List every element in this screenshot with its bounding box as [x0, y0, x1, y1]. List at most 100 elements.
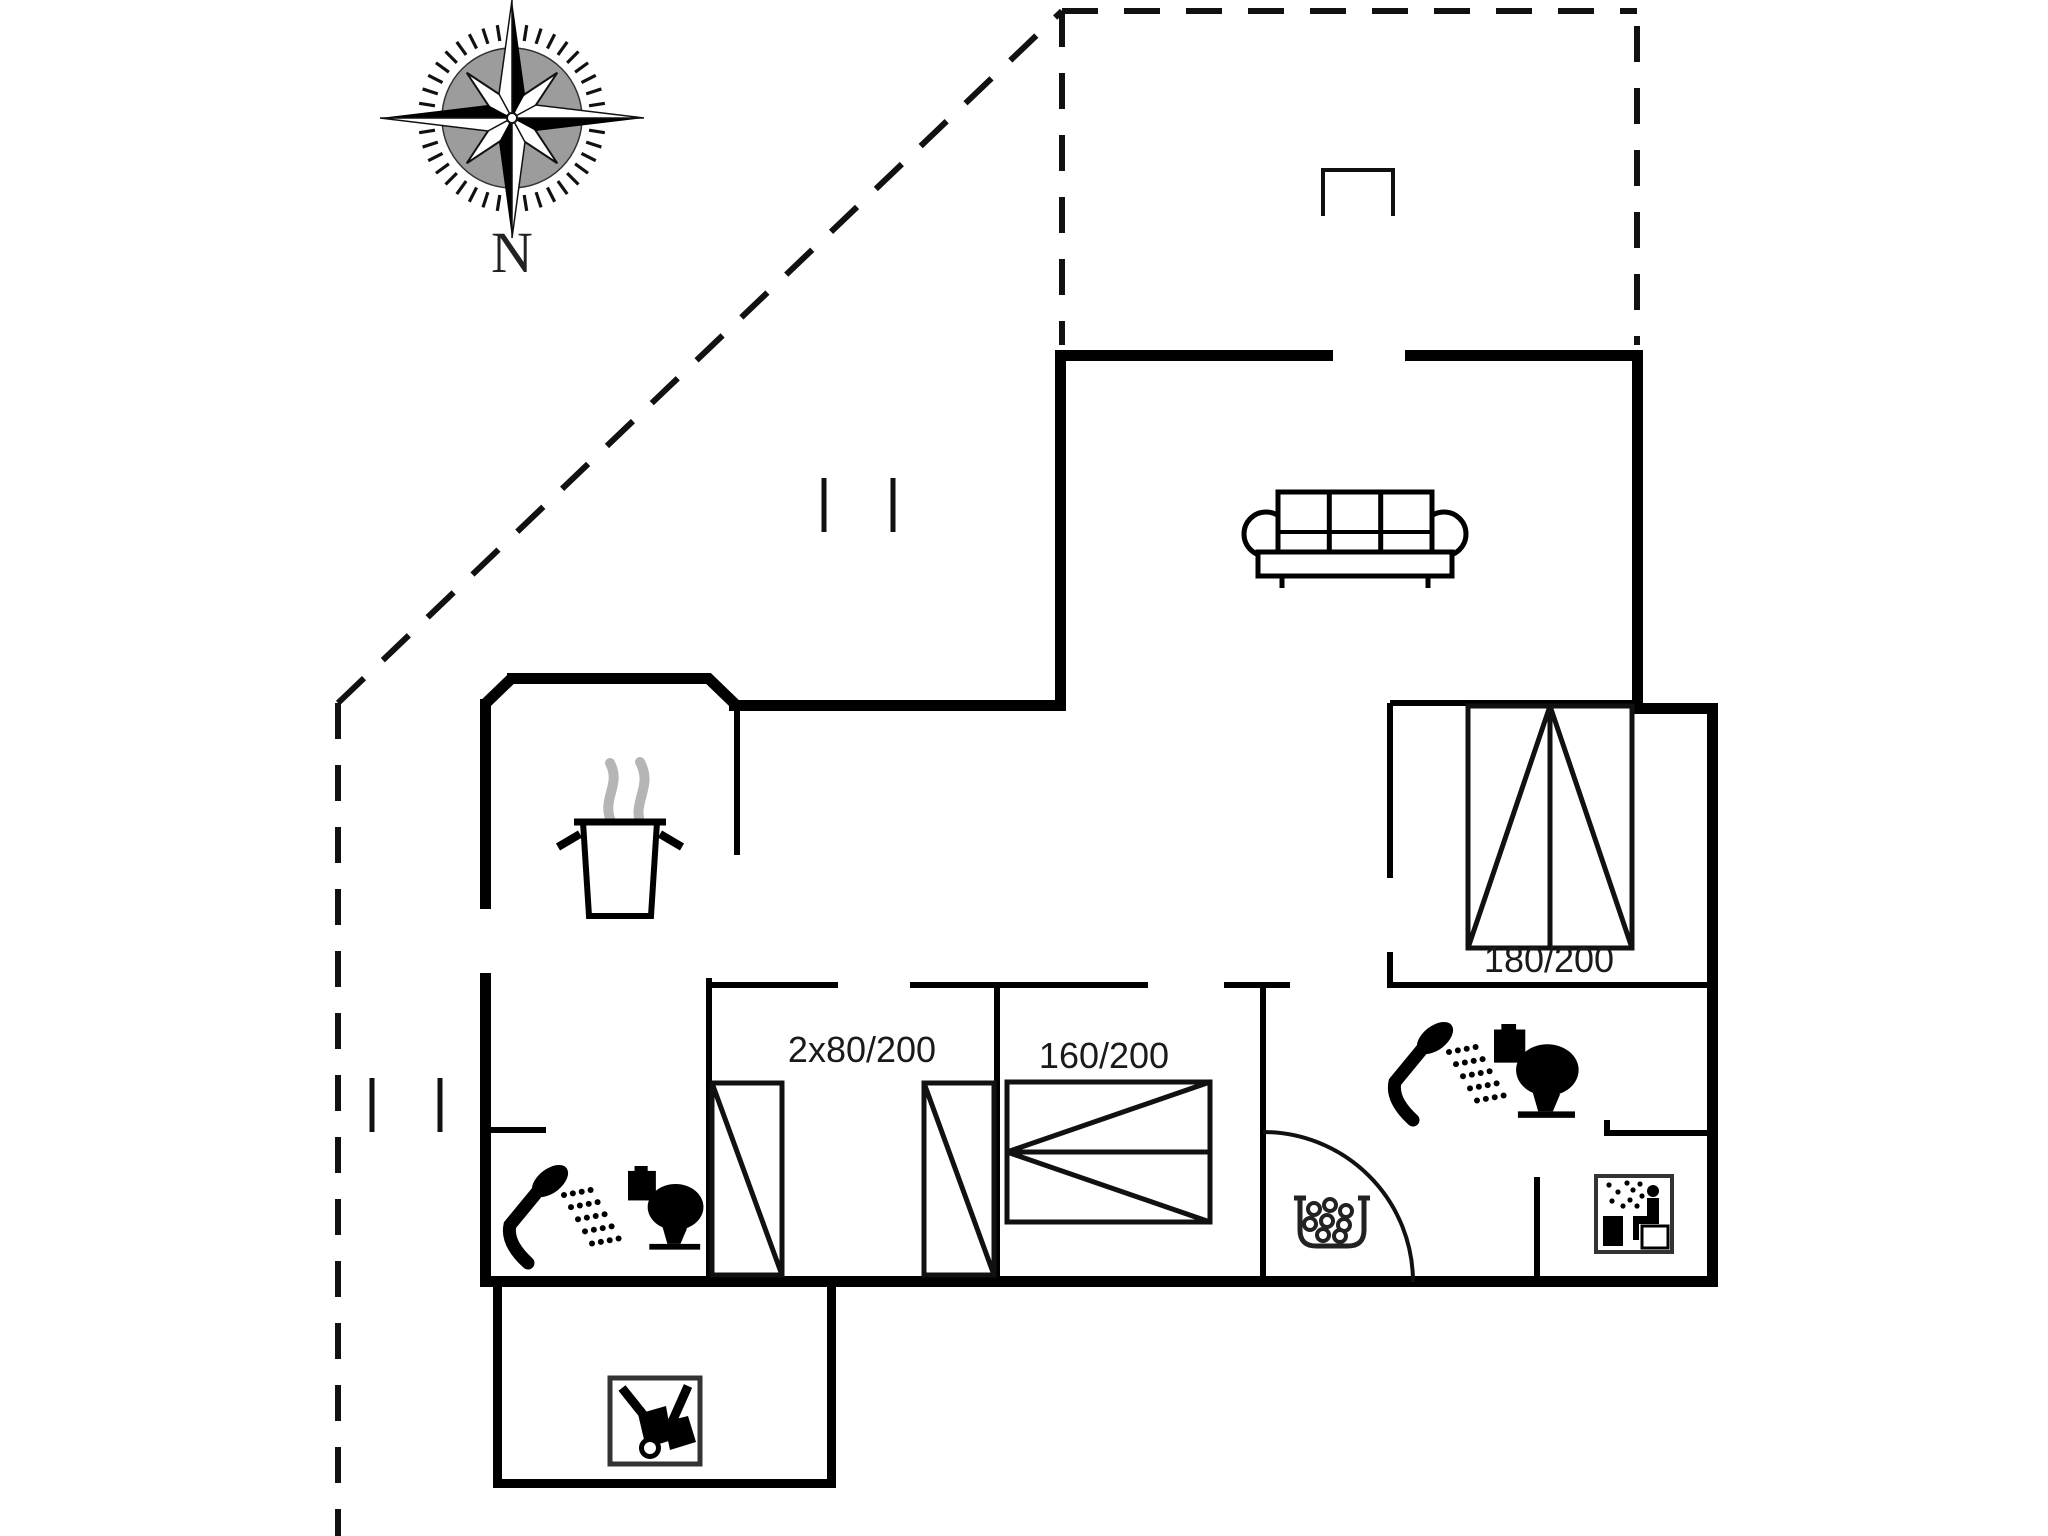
bed-line: [1006, 1079, 1211, 1155]
compass-tick: [556, 180, 569, 195]
exterior-wall: [729, 700, 1066, 711]
shower-spray-drop: [1472, 1044, 1479, 1051]
shower-spray-drop: [1482, 1095, 1489, 1102]
compass-tick: [585, 87, 602, 96]
bed-line: [921, 1082, 997, 1276]
sauna-steam-dot: [1615, 1189, 1621, 1195]
shower-spray-drop: [1474, 1097, 1480, 1104]
bed-line: [709, 1082, 785, 1276]
shower-spray-drop: [583, 1214, 590, 1221]
interior-wall: [493, 1283, 502, 1488]
exterior-wall: [1632, 703, 1718, 714]
sauna-person-shin: [1633, 1224, 1639, 1240]
shower-spray-drop: [589, 1240, 595, 1247]
door-swing-arc: [1262, 1130, 1415, 1283]
shower-spray-drop: [561, 1192, 567, 1198]
shower-head: [531, 1164, 569, 1198]
sauna-person-thigh: [1633, 1216, 1649, 1224]
compass-center: [506, 112, 518, 124]
compass-tick: [534, 28, 543, 45]
compass-tick: [588, 101, 606, 108]
sauna-steam-dot: [1606, 1182, 1612, 1188]
shower-spray-drop: [569, 1190, 576, 1197]
compass-cardinal-light: [511, 117, 526, 239]
sauna-steam-dot: [1630, 1187, 1636, 1193]
interior-wall: [1390, 700, 1635, 706]
interior-wall: [706, 982, 838, 988]
compass-tick: [418, 128, 436, 135]
bed-line: [1465, 705, 1553, 949]
compass-tick: [556, 41, 569, 56]
dustpan-icon: [638, 1406, 672, 1448]
bed-single-right: [921, 1080, 997, 1278]
compass-cardinal-dark: [512, 0, 525, 118]
compass-tick: [574, 61, 589, 74]
icons: [379, 0, 1674, 1467]
brush-handle: [667, 1384, 693, 1424]
toilet-icon: [628, 1166, 704, 1250]
interior-wall: [1604, 1130, 1712, 1136]
toilet-base: [1517, 1111, 1575, 1118]
interior-wall: [1604, 1120, 1610, 1136]
shower-spray-drop: [1479, 1056, 1486, 1063]
pot-body: [579, 819, 661, 919]
dustpan-ring: [639, 1437, 661, 1459]
shower-spray-drop: [601, 1211, 608, 1218]
interior-wall: [827, 1283, 836, 1488]
terrace-boundary: [335, 8, 1640, 1536]
toilet-tank: [628, 1170, 656, 1201]
steam-wisp: [633, 757, 650, 833]
compass-tick: [467, 186, 479, 203]
toilet-base: [649, 1243, 701, 1250]
step-outline: [1321, 168, 1395, 216]
shower-spray-drop: [1486, 1068, 1493, 1075]
exterior-wall: [507, 673, 711, 684]
compass-tick: [455, 180, 468, 195]
shower-spray-drop: [585, 1200, 592, 1207]
shower-spray-drop: [1453, 1061, 1459, 1068]
exterior-wall: [1632, 350, 1643, 712]
compass-tick: [435, 162, 450, 175]
bed-size-label: 180/200: [1484, 939, 1614, 980]
whirlpool-bubble: [1315, 1227, 1331, 1243]
whirlpool-tub: [1297, 1198, 1367, 1249]
compass-tick: [545, 33, 557, 50]
whirlpool-bubble: [1306, 1201, 1322, 1217]
interior-wall: [1224, 982, 1290, 988]
sauna-person-head: [1647, 1185, 1659, 1197]
shower-icon: [1387, 1021, 1507, 1127]
whirlpool-icon: [1294, 1195, 1370, 1249]
shower-spray-drop: [1454, 1047, 1461, 1054]
exterior-wall: [480, 699, 491, 909]
interior-wall: [484, 1127, 546, 1133]
shower-spray-drop: [576, 1202, 583, 1209]
shower-spray-drop: [1470, 1057, 1477, 1064]
shower-spray-drop: [599, 1225, 606, 1232]
bed-line: [1006, 1149, 1211, 1225]
compass-tick: [574, 162, 589, 175]
shower-spray-drop: [1467, 1085, 1473, 1092]
stove-pot-icon: [555, 757, 685, 919]
sauna-steam-dot: [1639, 1193, 1645, 1199]
pot-handle: [657, 830, 685, 851]
shower-spray-drop: [1475, 1083, 1482, 1090]
toilet-bowl: [1516, 1044, 1579, 1096]
compass-tick: [481, 191, 490, 208]
compass-tick: [495, 194, 502, 212]
compass-cardinal-dark: [499, 118, 512, 238]
sauna-bench: [1640, 1224, 1670, 1250]
shower-spray-drop: [578, 1188, 585, 1195]
shower-head: [1416, 1021, 1454, 1055]
shower-icon: [502, 1164, 622, 1270]
shower-spray-drop: [1484, 1082, 1491, 1089]
sauna-steam-dot: [1634, 1203, 1640, 1209]
compass-tick: [467, 33, 479, 50]
compass-tick: [566, 50, 580, 64]
shower-spray-drop: [590, 1226, 597, 1233]
shower-spray-drop: [575, 1216, 581, 1223]
bed-single-left: [709, 1080, 785, 1278]
shower-spray-drop: [1468, 1071, 1475, 1078]
